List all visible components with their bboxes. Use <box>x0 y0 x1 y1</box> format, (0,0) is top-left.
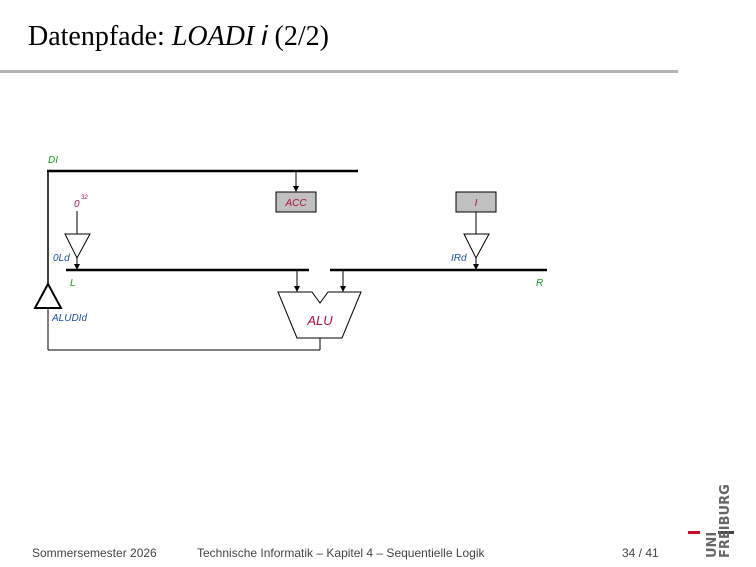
footer-course: Technische Informatik – Kapitel 4 – Sequ… <box>197 546 485 560</box>
logo-text-top: UNI <box>705 532 720 558</box>
acc-register <box>275 191 317 213</box>
aludi-driver <box>33 281 63 309</box>
alu <box>277 291 362 339</box>
r-bus-label: R <box>536 278 543 289</box>
title-divider <box>0 70 678 73</box>
acc-label: ACC <box>284 198 307 209</box>
zero-driver-arrow <box>74 264 80 270</box>
footer-semester: Sommersemester 2026 <box>32 546 157 560</box>
l-bus-label: L <box>70 278 76 289</box>
university-logo: UNI FREIBURG <box>688 484 734 558</box>
title-operation: LOADI <box>171 21 255 52</box>
const-exponent: 32 <box>81 195 88 201</box>
alu-right-arrow <box>340 286 346 292</box>
const-zero: 0 <box>74 199 80 210</box>
aludi-label: ALUDId <box>51 313 87 324</box>
ir-drive-label: IRd <box>451 253 467 264</box>
logo-right-bar <box>718 531 734 534</box>
logo-left-bar <box>688 531 700 534</box>
alu-left-arrow <box>294 286 300 292</box>
di-to-acc-arrow <box>293 186 299 192</box>
i-register-label: I <box>475 198 478 209</box>
title-suffix: (2/2) <box>267 21 329 52</box>
title-prefix: Datenpfade: <box>28 21 172 52</box>
logo-text-bottom: FREIBURG <box>718 484 733 558</box>
di-bus-label: DI <box>48 155 58 166</box>
ir-driver-arrow <box>473 264 479 270</box>
zero-load-label: 0Ld <box>53 253 70 264</box>
slide-title: Datenpfade: LOADI i (2/2) <box>28 20 329 53</box>
zero-driver <box>64 233 91 260</box>
alu-label: ALU <box>306 313 333 328</box>
footer-page: 34 / 41 <box>622 546 659 560</box>
title-argument: i <box>261 20 268 51</box>
ir-driver <box>463 233 490 260</box>
